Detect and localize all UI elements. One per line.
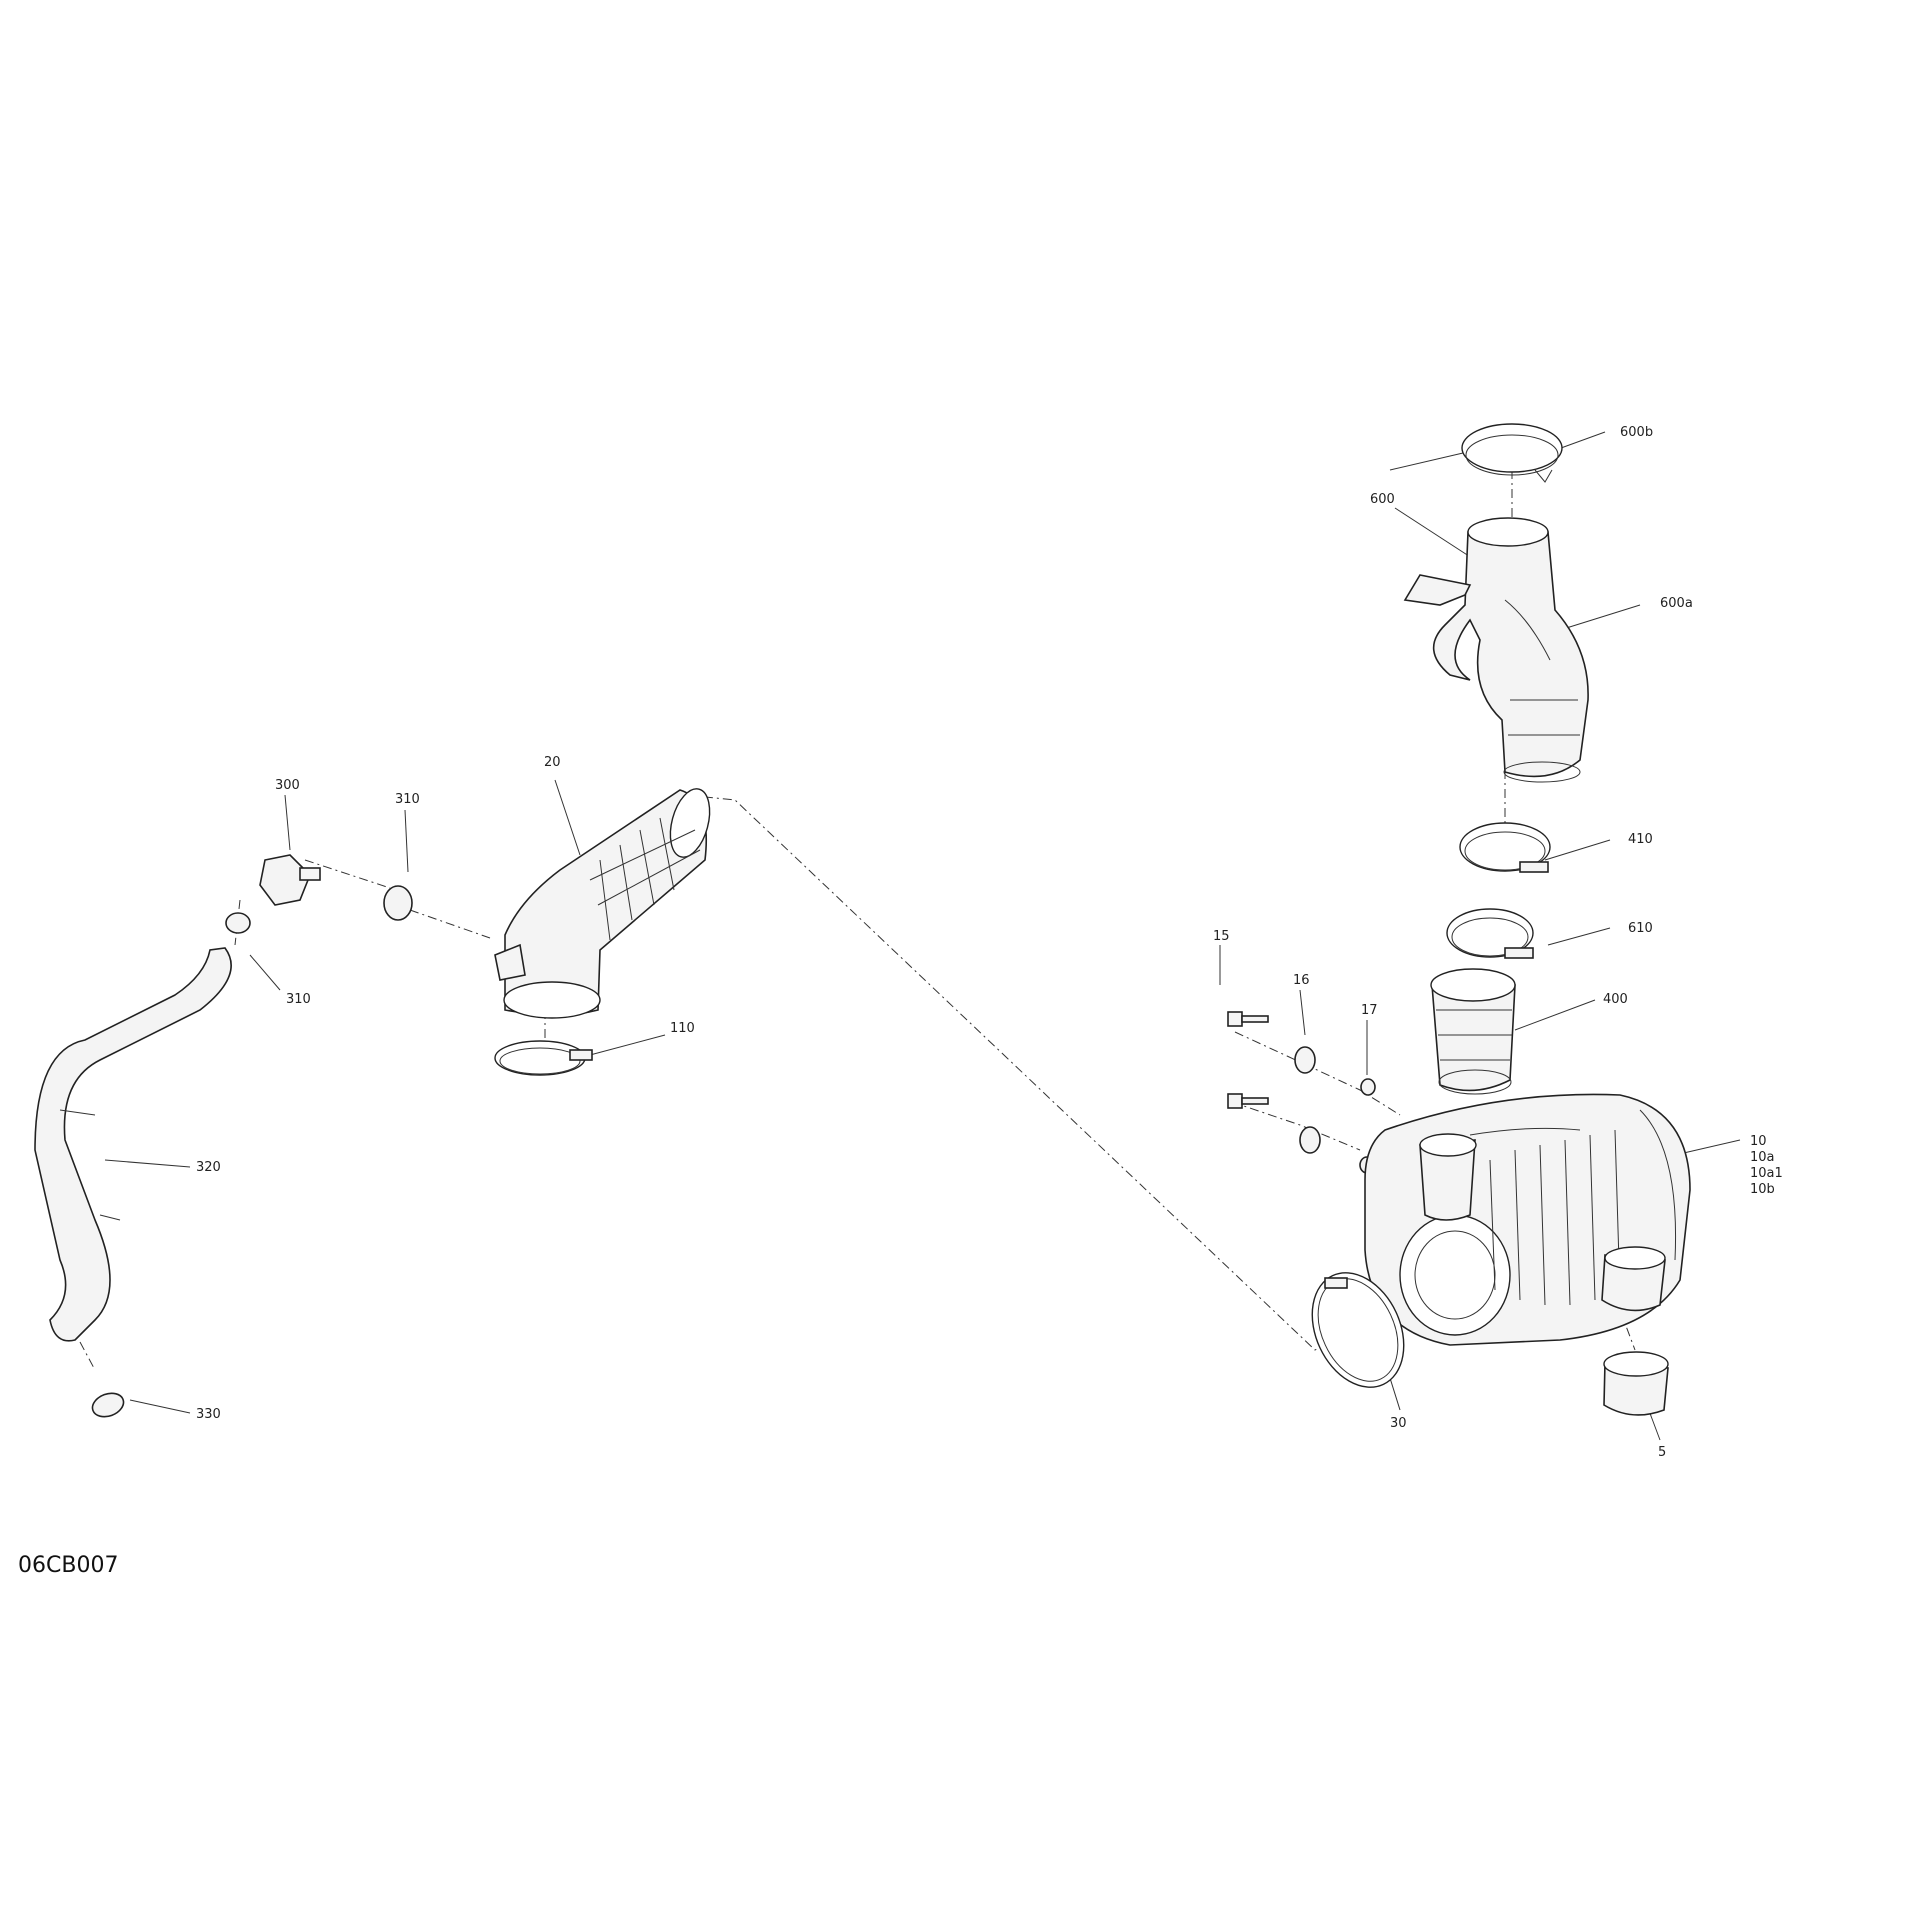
callout-310-top: 310	[395, 792, 420, 807]
part-320-hose	[34, 947, 232, 1342]
part-30-clamp	[1311, 1272, 1405, 1388]
callout-10a: 10a	[1750, 1150, 1775, 1165]
part-16-washers	[1294, 1046, 1321, 1154]
callout-16: 16	[1293, 973, 1310, 988]
part-15-bolts	[1227, 1011, 1269, 1109]
callout-330: 330	[196, 1407, 221, 1422]
part-300-elbow-fitting	[259, 854, 321, 906]
part-110-clamp	[494, 1040, 593, 1076]
callout-610: 610	[1628, 921, 1653, 936]
part-410-clamp	[1459, 822, 1551, 873]
part-600-intake-duct	[1403, 517, 1589, 783]
callout-310-left: 310	[286, 992, 311, 1007]
callout-15: 15	[1213, 929, 1230, 944]
part-400-coupler	[1430, 968, 1516, 1095]
leader-lines	[104, 431, 1741, 1441]
callout-5: 5	[1658, 1445, 1666, 1460]
part-610-clamp	[1446, 908, 1534, 959]
part-330-clamp	[91, 1392, 125, 1418]
callout-600b: 600b	[1620, 425, 1653, 440]
part-310-clamps	[225, 885, 413, 934]
callout-labels: 600b 600 600a 410 610 400 15 16 17 10 10…	[196, 425, 1783, 1460]
part-600b-cap	[1461, 423, 1563, 483]
callout-30: 30	[1390, 1416, 1407, 1431]
callout-400: 400	[1603, 992, 1628, 1007]
callout-320: 320	[196, 1160, 221, 1175]
callout-10b: 10b	[1750, 1182, 1775, 1197]
diagram-code: 06CB007	[18, 1553, 118, 1578]
callout-410: 410	[1628, 832, 1653, 847]
callout-110: 110	[670, 1021, 695, 1036]
callout-10a1: 10a1	[1750, 1166, 1783, 1181]
callout-17: 17	[1361, 1003, 1378, 1018]
part-5-sleeve	[1601, 1246, 1669, 1416]
part-20-intake-tube	[494, 788, 711, 1019]
callout-300: 300	[275, 778, 300, 793]
callout-600: 600	[1370, 492, 1395, 507]
callout-600a: 600a	[1660, 596, 1693, 611]
callout-10: 10	[1750, 1134, 1767, 1149]
callout-20: 20	[544, 755, 561, 770]
